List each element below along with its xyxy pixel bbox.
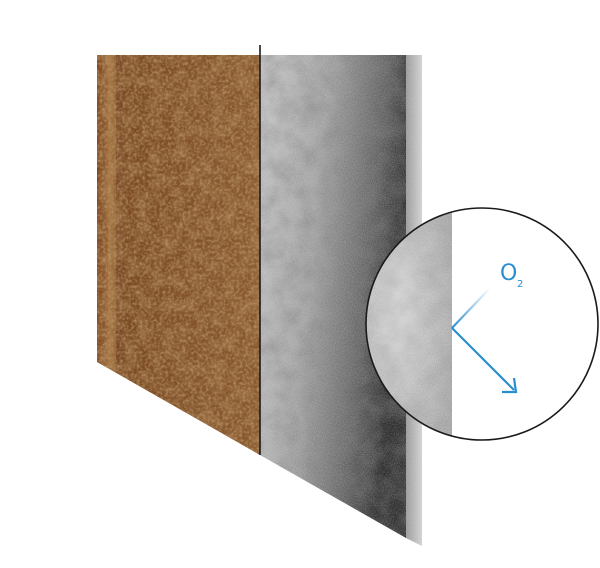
rust-layer: [97, 55, 260, 455]
oxygen-label: O: [500, 261, 517, 286]
oxygen-label-subscript: 2: [517, 279, 523, 290]
